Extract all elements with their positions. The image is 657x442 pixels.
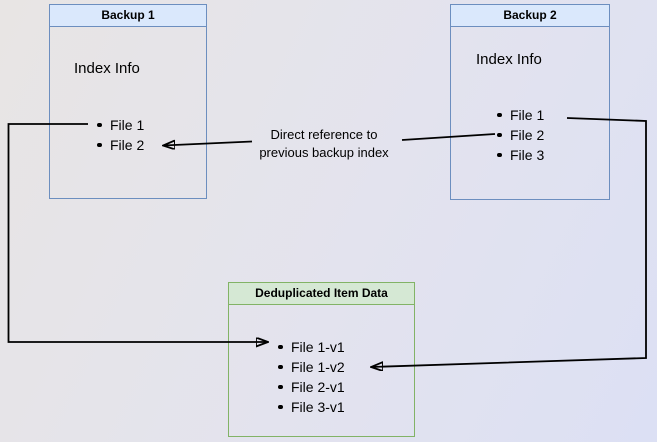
edge-label-line-1: Direct reference to [270,127,378,142]
backup-2-title: Backup 2 [451,5,609,27]
backup-1-title: Backup 1 [50,5,206,27]
deduplicated-item-data-box: Deduplicated Item Data File 1-v1 File 1-… [228,282,415,437]
file-list-item: File 2 [95,135,144,155]
deduplicated-item-data-title: Deduplicated Item Data [229,283,414,305]
backup-2-file-list: File 1 File 2 File 3 [495,105,544,165]
edge-label-direct-reference: Direct reference to previous backup inde… [238,126,410,162]
file-list-item: File 1 [95,115,144,135]
file-list-item: File 2 [495,125,544,145]
file-list-item: File 2-v1 [276,377,345,397]
file-list-item: File 1-v2 [276,357,345,377]
edge-label-line-2: previous backup index [259,145,389,160]
file-list-item: File 1 [495,105,544,125]
file-list-item: File 1-v1 [276,337,345,357]
backup-2-index-info-label: Index Info [476,51,542,68]
dedup-file-list: File 1-v1 File 1-v2 File 2-v1 File 3-v1 [276,337,345,417]
file-list-item: File 3-v1 [276,397,345,417]
backup-1-file-list: File 1 File 2 [95,115,144,155]
backup-1-box: Backup 1 Index Info File 1 File 2 [49,4,207,199]
file-list-item: File 3 [495,145,544,165]
backup-1-index-info-label: Index Info [74,60,140,77]
backup-2-box: Backup 2 Index Info File 1 File 2 File 3 [450,4,610,200]
